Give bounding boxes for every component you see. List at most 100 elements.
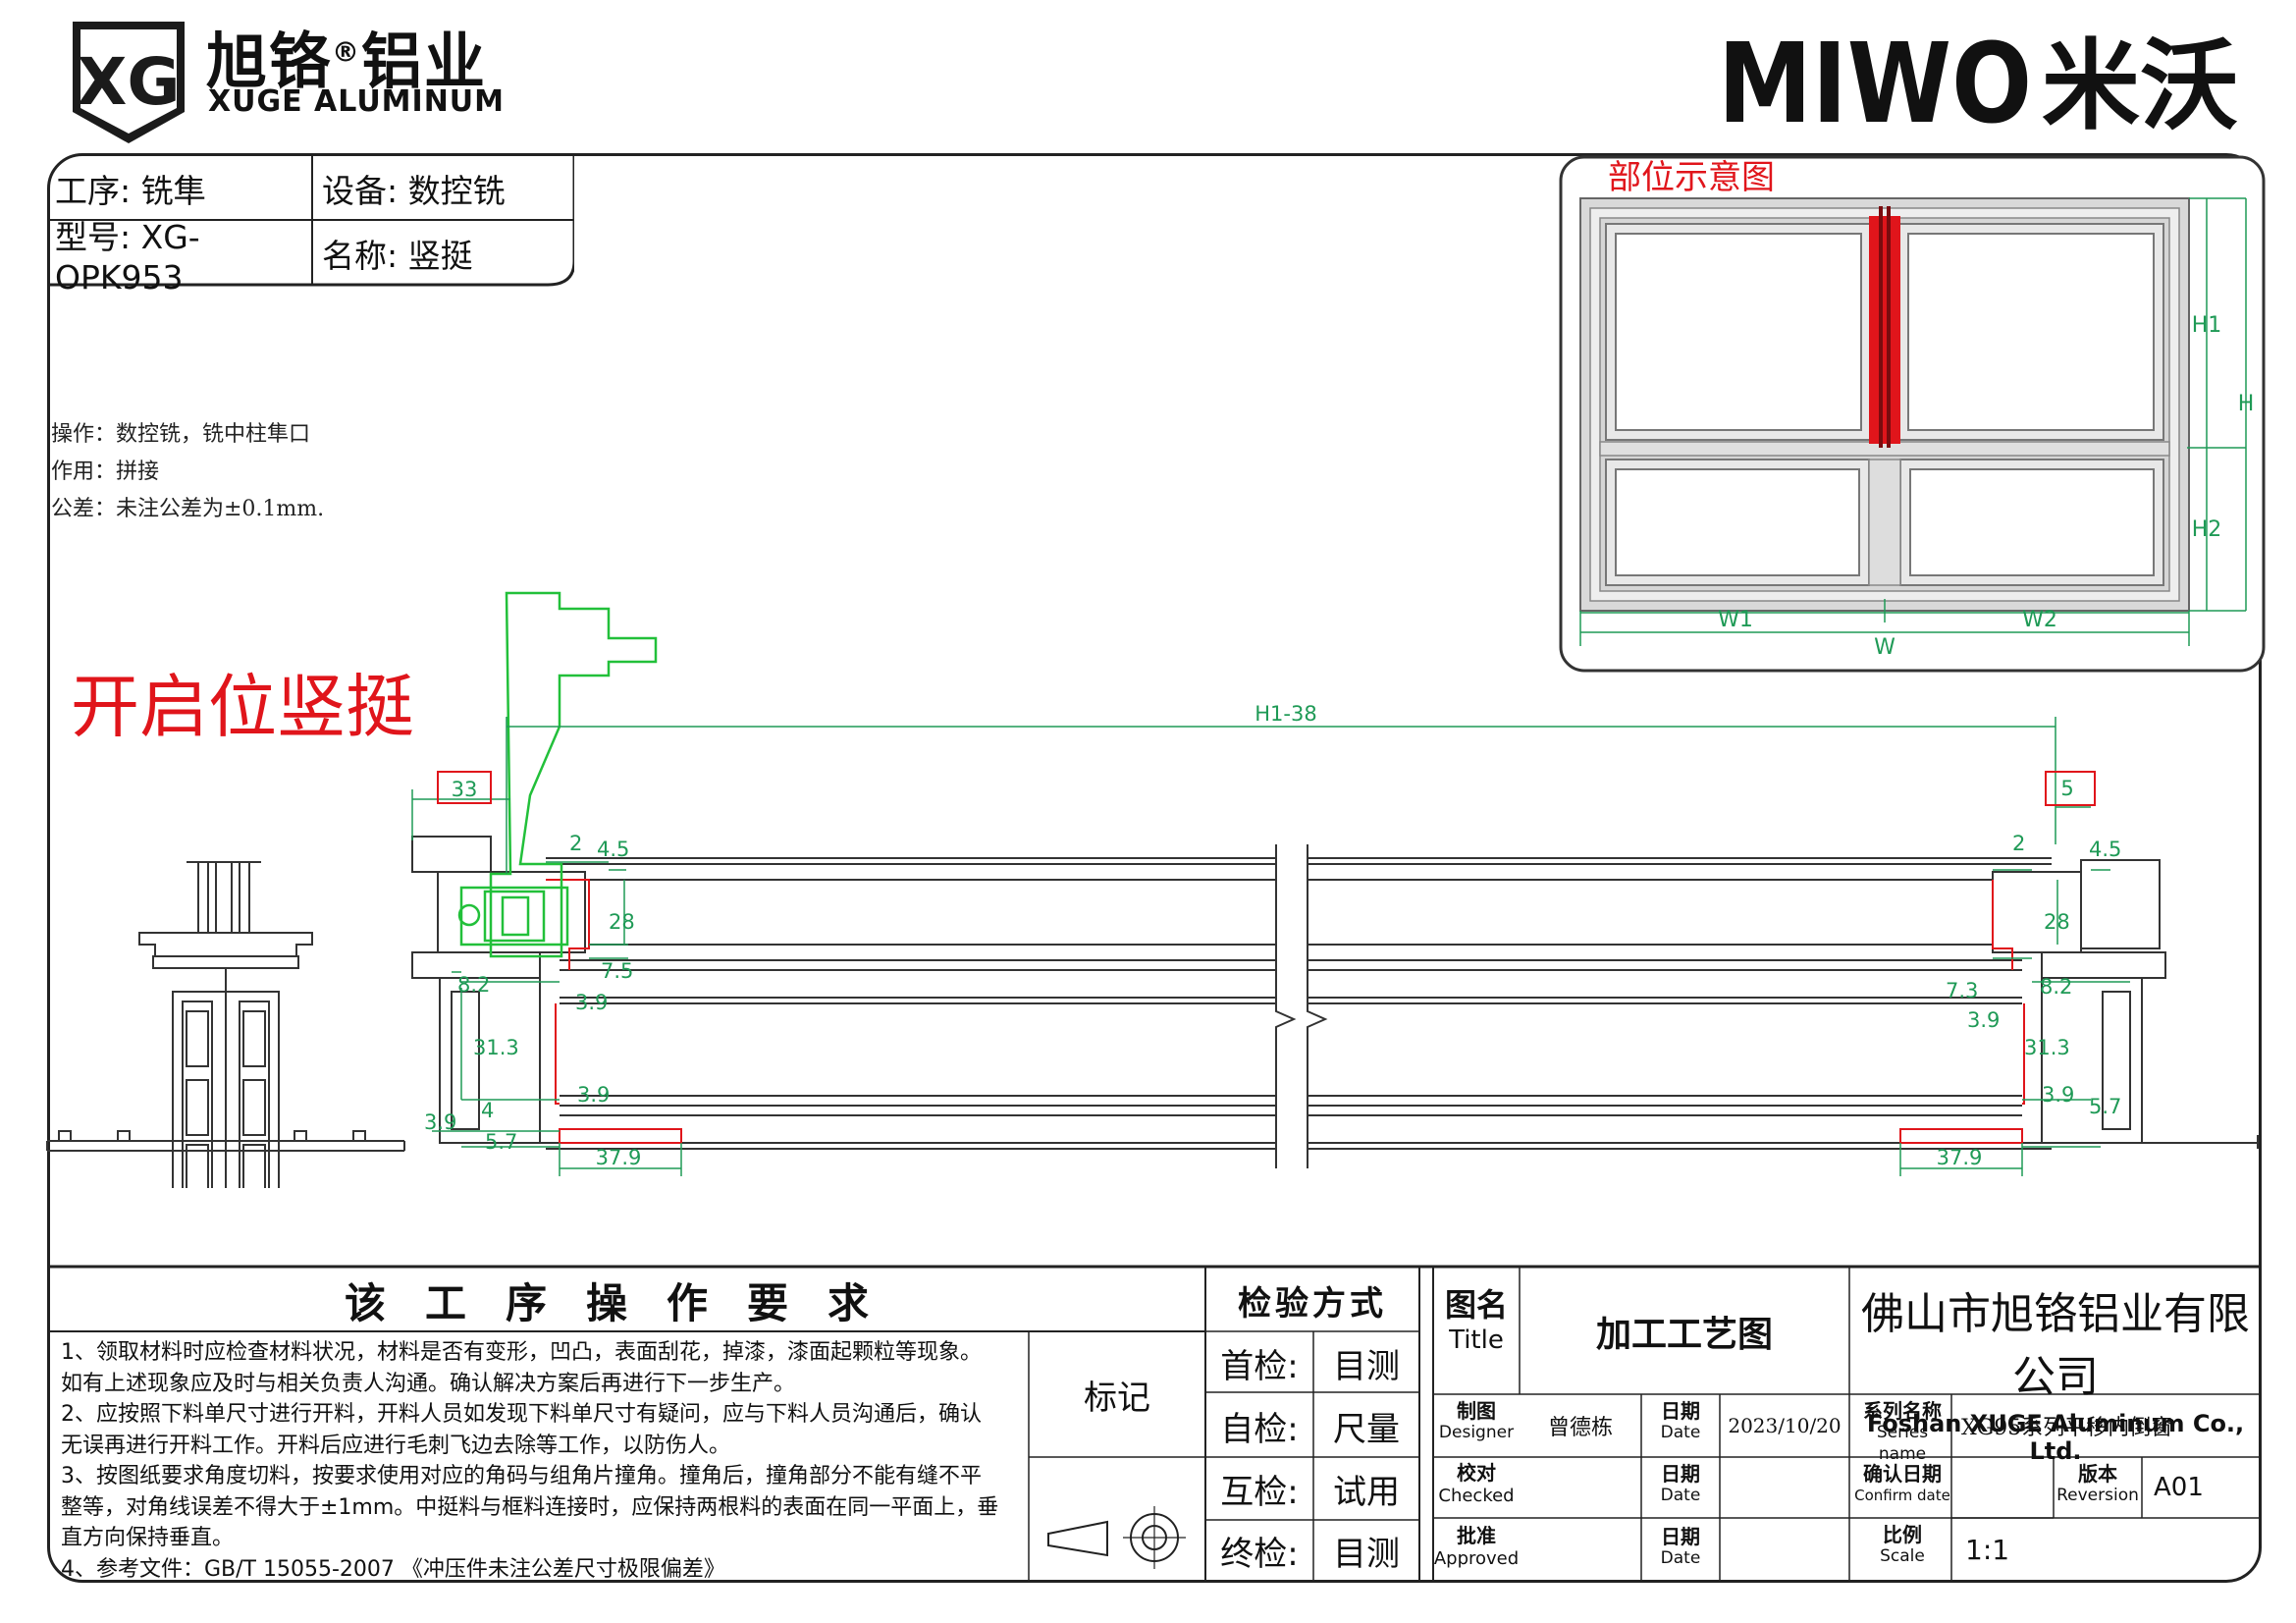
note-tolerance: 公差：未注公差为±0.1mm. bbox=[51, 497, 325, 521]
label-w: W bbox=[1874, 635, 1896, 660]
dim-right-3-9-top: 3.9 bbox=[1967, 1008, 2000, 1032]
requirement-line: 2、应按照下料单尺寸进行开料，开料人员如发现下料单尺寸有疑问，应与下料人员沟通后… bbox=[61, 1402, 983, 1427]
revision-value: A01 bbox=[2154, 1473, 2204, 1502]
mark-label: 标记 bbox=[1084, 1378, 1150, 1418]
inspection-mutual-value: 试用 bbox=[1333, 1472, 1400, 1512]
confirm-label-cn: 确认日期 bbox=[1863, 1462, 1942, 1486]
label-h: H bbox=[2238, 392, 2255, 416]
date-value: 2023/10/20 bbox=[1728, 1414, 1842, 1437]
confirm-date-label: 确认日期 Confirm date bbox=[1853, 1463, 1951, 1506]
company-name-en: XUGE ALUMINUM bbox=[208, 84, 506, 119]
series-label-cn: 系列名称 bbox=[1863, 1399, 1942, 1423]
checked-label: 校对 Checked bbox=[1433, 1461, 1520, 1508]
dim-right-28: 28 bbox=[2044, 910, 2070, 934]
designer-label-cn: 制图 bbox=[1457, 1399, 1496, 1423]
operation-notes: 操作：数控铣，铣中柱隼口 作用：拼接 公差：未注公差为±0.1mm. bbox=[51, 416, 324, 528]
scale-value: 1:1 bbox=[1965, 1533, 2010, 1566]
checked-label-cn: 校对 bbox=[1457, 1461, 1496, 1485]
miwo-logo: MIWO 米沃 bbox=[1718, 21, 2248, 148]
inspection-mutual-label: 互检: bbox=[1220, 1472, 1299, 1512]
approved-label-en: Approved bbox=[1433, 1548, 1520, 1569]
checked-label-en: Checked bbox=[1438, 1486, 1515, 1506]
technical-drawing: H1-38 33 5 2 4.5 28 7.5 8.2 3.9 31.3 3.9… bbox=[0, 579, 2296, 1240]
series-label: 系列名称 Series name bbox=[1853, 1400, 1951, 1465]
offset-box-left bbox=[437, 771, 492, 804]
inspection-title: 检验方式 bbox=[1238, 1283, 1387, 1324]
dim-left-3-9-bottom: 3.9 bbox=[424, 1110, 456, 1134]
requirement-line: 如有上述现象应及时与相关负责人沟通。确认解决方案后再进行下一步生产。 bbox=[61, 1371, 796, 1396]
location-diagram: 部位示意图 bbox=[1559, 155, 2266, 673]
title-label-cn: 图名 bbox=[1444, 1286, 1508, 1324]
revision-label: 版本 Reversion bbox=[2054, 1463, 2142, 1506]
xuge-shield-icon: XG bbox=[73, 22, 185, 143]
dim-left-4-5: 4.5 bbox=[597, 838, 629, 861]
drawing-frame bbox=[47, 153, 2262, 1583]
series-label-en: Series name bbox=[1876, 1423, 1929, 1464]
name-cell: 名称: 竖挺 bbox=[322, 237, 473, 275]
logo-mark-text: XG bbox=[77, 44, 180, 120]
designer-label-en: Designer bbox=[1438, 1423, 1515, 1442]
dim-left-8-2: 8.2 bbox=[457, 973, 490, 997]
dim-left-37-9: 37.9 bbox=[596, 1146, 642, 1169]
dim-left-4: 4 bbox=[481, 1099, 494, 1122]
inspection-final-value: 目测 bbox=[1333, 1534, 1400, 1574]
designer-value: 曾德栋 bbox=[1547, 1416, 1613, 1440]
inspection-self-label: 自检: bbox=[1220, 1409, 1299, 1449]
company-name-full-en: Foshan XUGE Aluminum Co., Ltd. bbox=[1866, 1410, 2245, 1465]
label-h1: H1 bbox=[2192, 313, 2222, 338]
title-label-en: Title bbox=[1449, 1325, 1504, 1355]
company-name-full-cn: 佛山市旭铬铝业有限公司 bbox=[1861, 1289, 2250, 1402]
date-label-2: 日期 Date bbox=[1641, 1463, 1720, 1506]
date-label-1: 日期 Date bbox=[1641, 1400, 1720, 1443]
requirement-line: 无误再进行开料工作。开料后应进行毛刺飞边去除等工作，以防伤人。 bbox=[61, 1433, 731, 1458]
company-name-cn: 旭铬®铝业 bbox=[206, 12, 487, 100]
miwo-cn: 米沃 bbox=[2042, 28, 2238, 135]
registered-mark: ® bbox=[332, 35, 362, 69]
date-label-en: Date bbox=[1660, 1548, 1701, 1568]
company-name-cn-tail: 铝业 bbox=[361, 26, 488, 97]
dim-right-31-3: 31.3 bbox=[2024, 1036, 2070, 1059]
offset-box-right bbox=[2045, 771, 2096, 806]
dim-right-5-7: 5.7 bbox=[2089, 1095, 2121, 1118]
location-diagram-title: 部位示意图 bbox=[1608, 158, 1775, 197]
dim-right-2: 2 bbox=[2012, 832, 2025, 855]
title-label: 图名 Title bbox=[1433, 1280, 1520, 1355]
left-end-profile bbox=[411, 836, 586, 1144]
approved-label: 批准 Approved bbox=[1433, 1524, 1520, 1571]
requirement-line: 整等，对角线误差不得大于±1mm。中挺料与框料连接时，应保持两根料的表面在同一平… bbox=[61, 1494, 999, 1520]
designer-label: 制图 Designer bbox=[1433, 1400, 1520, 1443]
date-label-en: Date bbox=[1660, 1423, 1701, 1442]
scale-label: 比例 Scale bbox=[1853, 1524, 1951, 1567]
bottom-table-lines bbox=[47, 1265, 2262, 1583]
inspection-first-label: 首检: bbox=[1220, 1346, 1299, 1386]
inspection-final-label: 终检: bbox=[1220, 1534, 1299, 1574]
dim-left-31-3: 31.3 bbox=[473, 1036, 519, 1059]
dim-left-7-5: 7.5 bbox=[601, 959, 633, 983]
label-w1: W1 bbox=[1718, 608, 1753, 632]
dim-overall: H1-38 bbox=[1255, 702, 1316, 726]
date-label-en: Date bbox=[1660, 1486, 1701, 1505]
process-cell: 工序: 铣隼 bbox=[55, 172, 206, 210]
company-name-cn-head: 旭铬 bbox=[206, 26, 333, 97]
inspection-self-value: 尺量 bbox=[1333, 1409, 1400, 1449]
dim-left-2: 2 bbox=[569, 832, 582, 855]
label-w2: W2 bbox=[2022, 608, 2057, 632]
label-h2: H2 bbox=[2192, 517, 2222, 542]
dim-right-4-5: 4.5 bbox=[2089, 838, 2121, 861]
milled-regions bbox=[546, 879, 2025, 1144]
company-block: 佛山市旭铬铝业有限公司 Foshan XUGE Aluminum Co., Lt… bbox=[1853, 1278, 2258, 1465]
dim-left-28: 28 bbox=[609, 910, 635, 934]
note-purpose: 作用：拼接 bbox=[51, 460, 160, 484]
requirements-title: 该工序操作要求 bbox=[344, 1278, 908, 1327]
requirement-line: 直方向保持垂直。 bbox=[61, 1526, 235, 1550]
revision-label-cn: 版本 bbox=[2078, 1462, 2117, 1486]
date-label-cn: 日期 bbox=[1661, 1525, 1700, 1548]
scale-label-cn: 比例 bbox=[1883, 1523, 1922, 1546]
xuge-logo: XG bbox=[69, 18, 188, 147]
confirm-label-en: Confirm date bbox=[1854, 1487, 1950, 1504]
approved-label-cn: 批准 bbox=[1457, 1524, 1496, 1547]
note-operation: 操作：数控铣，铣中柱隼口 bbox=[51, 422, 311, 447]
bottom-table: 该工序操作要求 1、领取材料时应检查材料状况，材料是否有变形，凹凸，表面刮花，掉… bbox=[47, 1265, 2262, 1583]
highlight-mullion bbox=[1869, 216, 1900, 444]
dim-left-3-9-top: 3.9 bbox=[575, 991, 608, 1014]
